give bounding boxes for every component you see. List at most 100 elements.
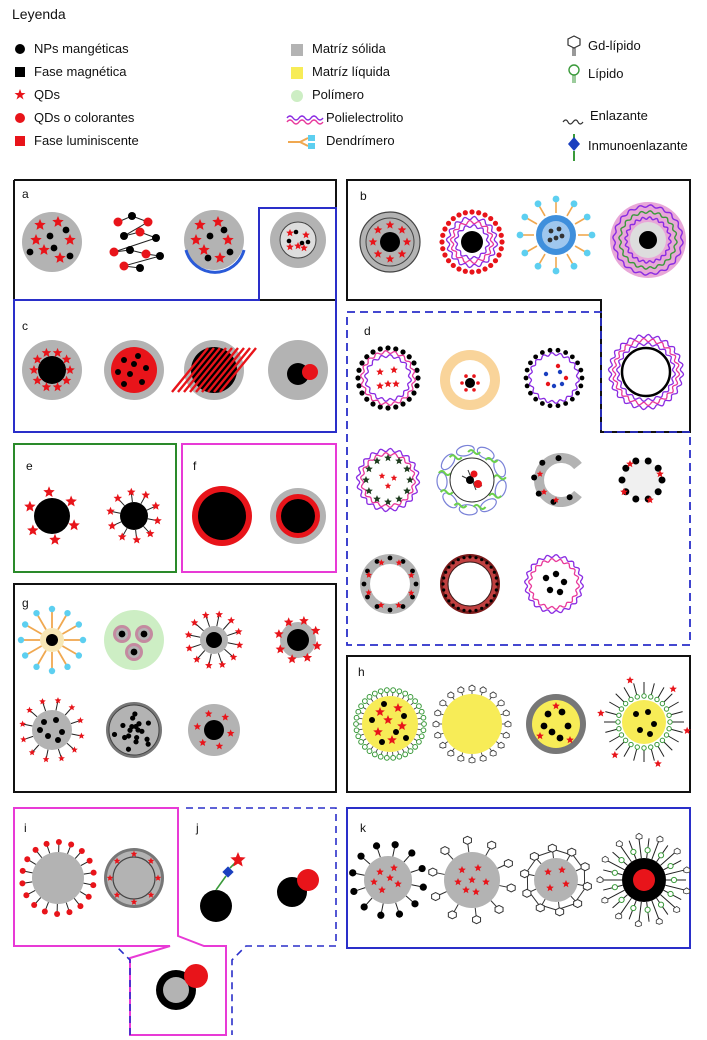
particle-part xyxy=(560,234,565,239)
panel-label-d: d xyxy=(364,324,371,338)
particle-part xyxy=(649,695,653,699)
particle-part xyxy=(22,652,28,658)
particle-part xyxy=(362,699,367,704)
particle-part xyxy=(120,723,125,728)
qd-star xyxy=(654,760,662,767)
particle-part xyxy=(578,368,583,373)
particle-part xyxy=(563,401,568,406)
particle-part xyxy=(623,701,627,705)
particle-part xyxy=(281,499,315,533)
linker xyxy=(124,256,160,266)
particle-part xyxy=(490,599,493,602)
particle-part xyxy=(655,697,659,701)
particle-part xyxy=(499,233,504,238)
particle-part xyxy=(51,245,58,252)
particle-part xyxy=(664,733,668,737)
green-chain xyxy=(441,490,453,494)
particle-part xyxy=(440,246,445,251)
particle-part xyxy=(540,401,545,406)
particle-part xyxy=(447,566,450,569)
particle-part xyxy=(649,745,653,749)
particle-part xyxy=(619,858,624,863)
particle-part xyxy=(59,729,65,735)
particle-part xyxy=(359,360,364,365)
particle-part xyxy=(642,746,646,750)
particle-part xyxy=(543,575,549,581)
gd-lipid-head xyxy=(503,710,509,716)
qd-star xyxy=(152,502,161,510)
gd-lipid-head xyxy=(504,859,512,867)
particle-part xyxy=(480,558,483,561)
particle-part xyxy=(91,870,97,876)
particle-part xyxy=(533,397,538,402)
panel-label-k: k xyxy=(360,821,367,835)
particle-part xyxy=(379,739,385,745)
particle-part xyxy=(542,221,570,249)
gd-lipid-head xyxy=(503,732,509,738)
particle-part xyxy=(112,732,117,737)
particle-part xyxy=(350,888,357,895)
particle-part xyxy=(227,249,234,256)
particle-part xyxy=(396,911,403,918)
particle-part xyxy=(380,232,400,252)
gd-lipid-head xyxy=(602,897,608,903)
gd-lipid-head xyxy=(656,918,662,924)
particle-part xyxy=(545,711,552,718)
particle-part xyxy=(571,200,578,207)
particle-part xyxy=(417,739,422,744)
particle-part xyxy=(533,354,538,359)
particle-part xyxy=(56,839,62,845)
gd-lipid-head xyxy=(684,888,690,894)
particle-part xyxy=(184,964,208,988)
particle-part xyxy=(570,397,575,402)
particle-part xyxy=(302,364,318,380)
particle-part xyxy=(354,715,359,720)
particle-part xyxy=(612,870,617,875)
qd-star xyxy=(43,486,54,497)
particle-part xyxy=(397,689,402,694)
particle-part xyxy=(637,727,643,733)
particle-part xyxy=(146,720,151,725)
linker xyxy=(38,616,46,630)
panel-label-i: i xyxy=(24,821,27,835)
panel-i-figures xyxy=(19,839,164,917)
particle-part xyxy=(589,232,596,239)
particle-part xyxy=(554,236,559,241)
particle-part xyxy=(499,239,504,244)
particle-part xyxy=(287,629,309,651)
gd-lipid-head xyxy=(469,685,475,691)
particle-part xyxy=(369,717,375,723)
particle-part xyxy=(476,269,481,274)
particle-part xyxy=(23,892,29,898)
linker xyxy=(216,876,226,890)
particle-part xyxy=(31,902,37,908)
particle-part xyxy=(393,729,399,735)
particle-part xyxy=(113,857,155,899)
particle-part xyxy=(464,388,468,392)
particle-part xyxy=(280,222,316,258)
particle-part xyxy=(49,668,55,674)
particle-part xyxy=(18,637,24,643)
panel-label-j: j xyxy=(195,821,199,835)
linker xyxy=(652,841,659,860)
particle-part xyxy=(457,607,460,610)
particle-part xyxy=(495,576,498,579)
particle-part xyxy=(482,212,487,217)
particle-part xyxy=(617,727,621,731)
particle-part xyxy=(393,346,398,351)
gd-lipid-head xyxy=(488,841,496,849)
panel-a-figures xyxy=(22,210,326,272)
dark-star xyxy=(365,487,373,494)
particle-part xyxy=(645,709,651,715)
particle-part xyxy=(528,360,533,365)
gd-lipid-head xyxy=(523,889,531,897)
particle-part xyxy=(645,457,652,464)
panel-e-figures xyxy=(24,486,162,545)
gd-lipid-head xyxy=(440,700,446,706)
particle-part xyxy=(667,727,671,731)
particle-part xyxy=(54,911,60,917)
particle-part xyxy=(493,571,496,574)
particle-part xyxy=(370,360,406,396)
particle-part xyxy=(619,897,624,902)
particle-part xyxy=(121,357,127,363)
